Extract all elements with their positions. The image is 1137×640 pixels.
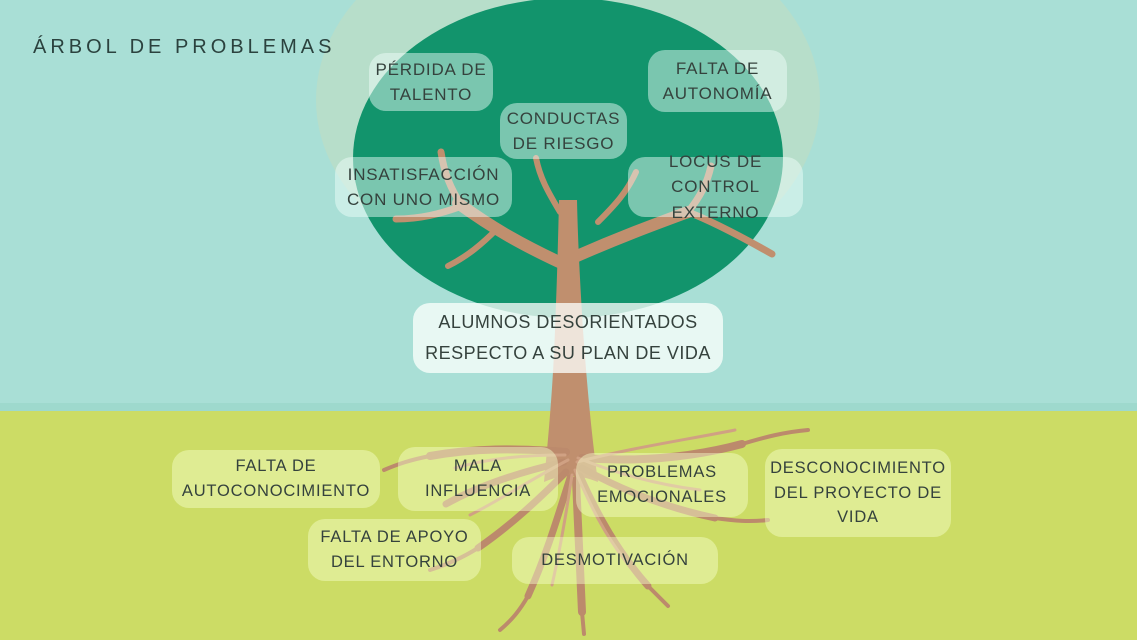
page-title: ÁRBOL DE PROBLEMAS [33,36,336,58]
effect-locus-de-control-externo: LOCUS DE CONTROL EXTERNO [628,152,803,222]
cause-falta-de-apoyo-del-entorno: FALTA DE APOYO DEL ENTORNO [308,519,481,581]
central-problem: ALUMNOS DESORIENTADOS RESPECTO A SU PLAN… [413,303,723,373]
tree-branches [392,148,776,269]
effect-perdida-de-talento: PÉRDIDA DE TALENTO [369,53,493,111]
effect-conductas-de-riesgo: CONDUCTAS DE RIESGO [500,103,627,159]
cause-desconocimiento-del-proyecto-de-vida: DESCONOCIMIENTO DEL PROYECTO DE VIDA [765,449,951,537]
tree-roots-light [453,428,737,587]
effect-falta-de-autonomia: FALTA DE AUTONOMÍA [648,50,787,112]
tree-roots [382,428,810,636]
cause-desmotivacion: DESMOTIVACIÓN [512,537,718,584]
cause-falta-de-autoconocimiento: FALTA DE AUTOCONOCIMIENTO [172,450,380,508]
effect-insatisfaccion-con-uno-mismo: INSATISFACCIÓN CON UNO MISMO [335,157,512,217]
cause-mala-influencia: MALA INFLUENCIA [398,447,558,511]
cause-problemas-emocionales: PROBLEMAS EMOCIONALES [576,453,748,517]
tree-crown [353,0,783,318]
